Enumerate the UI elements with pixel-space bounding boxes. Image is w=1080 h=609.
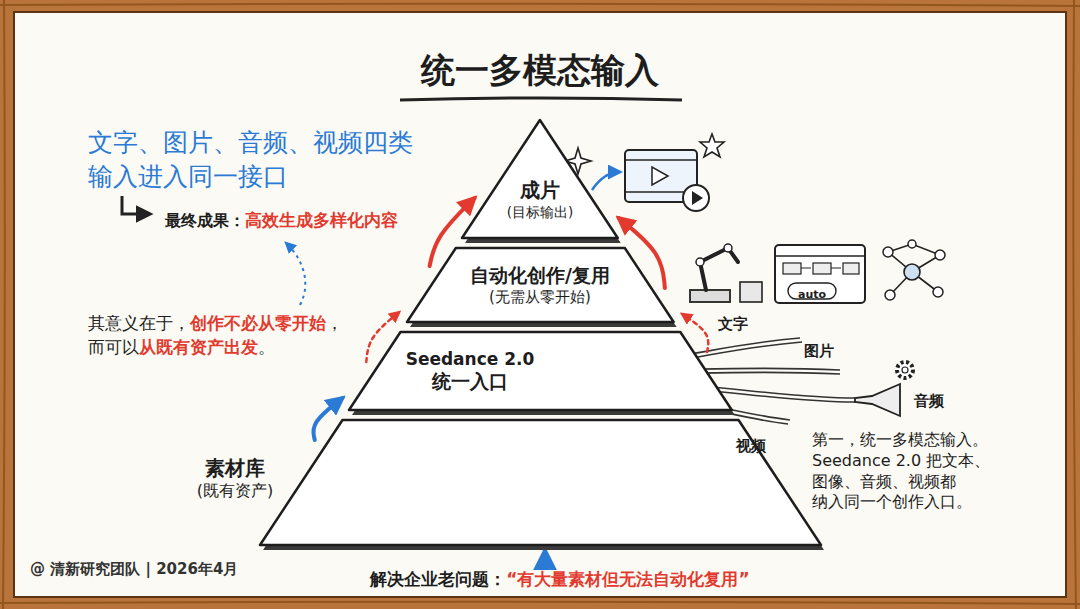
output-arrow <box>592 172 620 190</box>
robot-arm-icon <box>690 244 762 302</box>
text-block: 音频 <box>914 391 944 411</box>
return-arrow-icon <box>122 196 150 214</box>
band-shape <box>462 120 618 238</box>
band-text: 自动化创作/复用(无需从零开始) <box>470 264 610 307</box>
text-block: auto <box>788 283 836 303</box>
result-text: 高效生成多样化内容 <box>245 210 398 230</box>
network-icon <box>883 240 945 300</box>
pyramid-band: Seedance 2.0统一入口 <box>349 332 732 410</box>
workflow-window-icon <box>783 263 801 274</box>
problem-label: 解决企业老问题： <box>370 569 506 589</box>
band-subtext: (既有资产) <box>197 481 273 501</box>
bottom-arrow <box>545 551 546 567</box>
network-icon <box>888 244 940 295</box>
band-heading: 自动化创作/复用 <box>470 264 610 288</box>
video-icon <box>625 150 709 211</box>
band-heading: 成片 <box>507 179 574 204</box>
whiteboard <box>14 12 1066 597</box>
workflow-window-icon <box>775 245 865 303</box>
network-icon <box>883 247 893 257</box>
network-icon <box>935 250 945 260</box>
robot-arm-icon <box>700 248 738 290</box>
highlight-text: 从既有资产出发 <box>139 337 258 357</box>
robot-arm-icon <box>690 290 730 302</box>
note-text: ， <box>326 313 343 333</box>
star-icon <box>700 134 724 157</box>
leader-line <box>286 243 305 305</box>
band-heading: Seedance 2.0 <box>406 349 535 370</box>
band-shape <box>407 248 674 322</box>
network-icon <box>885 290 895 300</box>
text-block: 图片 <box>804 341 834 361</box>
network-icon <box>933 287 943 297</box>
note-text: 而可以 <box>88 337 139 357</box>
band-text: Seedance 2.0统一入口 <box>406 349 535 394</box>
robot-arm-icon <box>740 282 762 302</box>
title-underline <box>400 98 682 100</box>
leader-line <box>286 243 305 305</box>
problem-text: “有大量素材但无法自动化复用” <box>506 569 749 589</box>
text-block: 文字 <box>718 314 748 334</box>
workflow-window-icon <box>813 263 831 274</box>
note-text: 第一，统一多模态输入。 Seedance 2.0 把文本、 图像、音频、视频都 … <box>812 430 990 511</box>
return-arrow-icon <box>122 196 150 214</box>
text-block: 最终成果：高效生成多样化内容 <box>165 210 398 231</box>
band-heading: 素材库 <box>197 456 273 481</box>
workflow-window-icon <box>775 255 865 257</box>
band-text: 素材库(既有资产) <box>197 456 273 501</box>
workflow-window-icon <box>775 245 865 303</box>
pyramid-band: 自动化创作/复用(无需从零开始) <box>407 248 674 322</box>
video-icon <box>652 167 668 185</box>
bottom-arrow <box>543 551 547 567</box>
input-label: 图片 <box>804 342 834 360</box>
input-label: 音频 <box>914 392 944 410</box>
text-block: 文字、图片、音频、视频四类 输入进入同一接口 <box>88 126 433 194</box>
output-arrow <box>592 172 620 190</box>
band-subtext: (无需从零开始) <box>470 288 610 307</box>
caption: @ 清新研究团队 | 2026年4月 <box>30 560 238 579</box>
funnel-icon <box>902 367 908 373</box>
input-label: 文字 <box>718 315 748 333</box>
button-label: auto <box>798 288 826 301</box>
video-icon <box>692 191 703 205</box>
input-label: 视频 <box>736 437 766 455</box>
pyramid-band: 成片(目标输出) <box>462 120 618 238</box>
funnel-icon <box>855 362 913 416</box>
band-shape <box>260 420 821 545</box>
band-subtext: (目标输出) <box>507 204 574 221</box>
band-text: 成片(目标输出) <box>507 179 574 221</box>
funnel-icon <box>897 362 913 378</box>
star-icon <box>700 134 724 157</box>
text-block: 第一，统一多模态输入。 Seedance 2.0 把文本、 图像、音频、视频都 … <box>812 430 1027 513</box>
band-shape <box>349 332 732 410</box>
band-outline <box>462 120 618 238</box>
band-subtext: 统一入口 <box>406 370 535 394</box>
video-icon <box>625 160 697 192</box>
title-underline <box>400 98 682 100</box>
robot-arm-icon <box>696 258 704 266</box>
robot-arm-icon <box>724 244 732 252</box>
result-label: 最终成果： <box>165 211 245 230</box>
highlight-text: 创作不必从零开始 <box>190 313 326 333</box>
note-text: 其意义在于， <box>88 313 190 333</box>
video-icon <box>683 185 709 211</box>
funnel-icon <box>855 384 900 416</box>
band-outline <box>349 332 732 410</box>
title: 统一多模态输入 <box>0 48 1080 94</box>
network-icon <box>904 264 920 280</box>
whiteboard <box>14 12 1066 597</box>
text-block: 视频 <box>736 436 766 456</box>
network-icon <box>908 240 916 248</box>
workflow-window-icon <box>843 263 859 274</box>
text-block: 解决企业老问题：“有大量素材但无法自动化复用” <box>330 569 790 590</box>
text-block: 其意义在于，创作不必从零开始， 而可以从既有资产出发。 <box>88 312 343 360</box>
workflow-window-icon <box>801 267 841 268</box>
note-text: 文字、图片、音频、视频四类 输入进入同一接口 <box>88 128 413 191</box>
note-text: 。 <box>258 337 275 357</box>
